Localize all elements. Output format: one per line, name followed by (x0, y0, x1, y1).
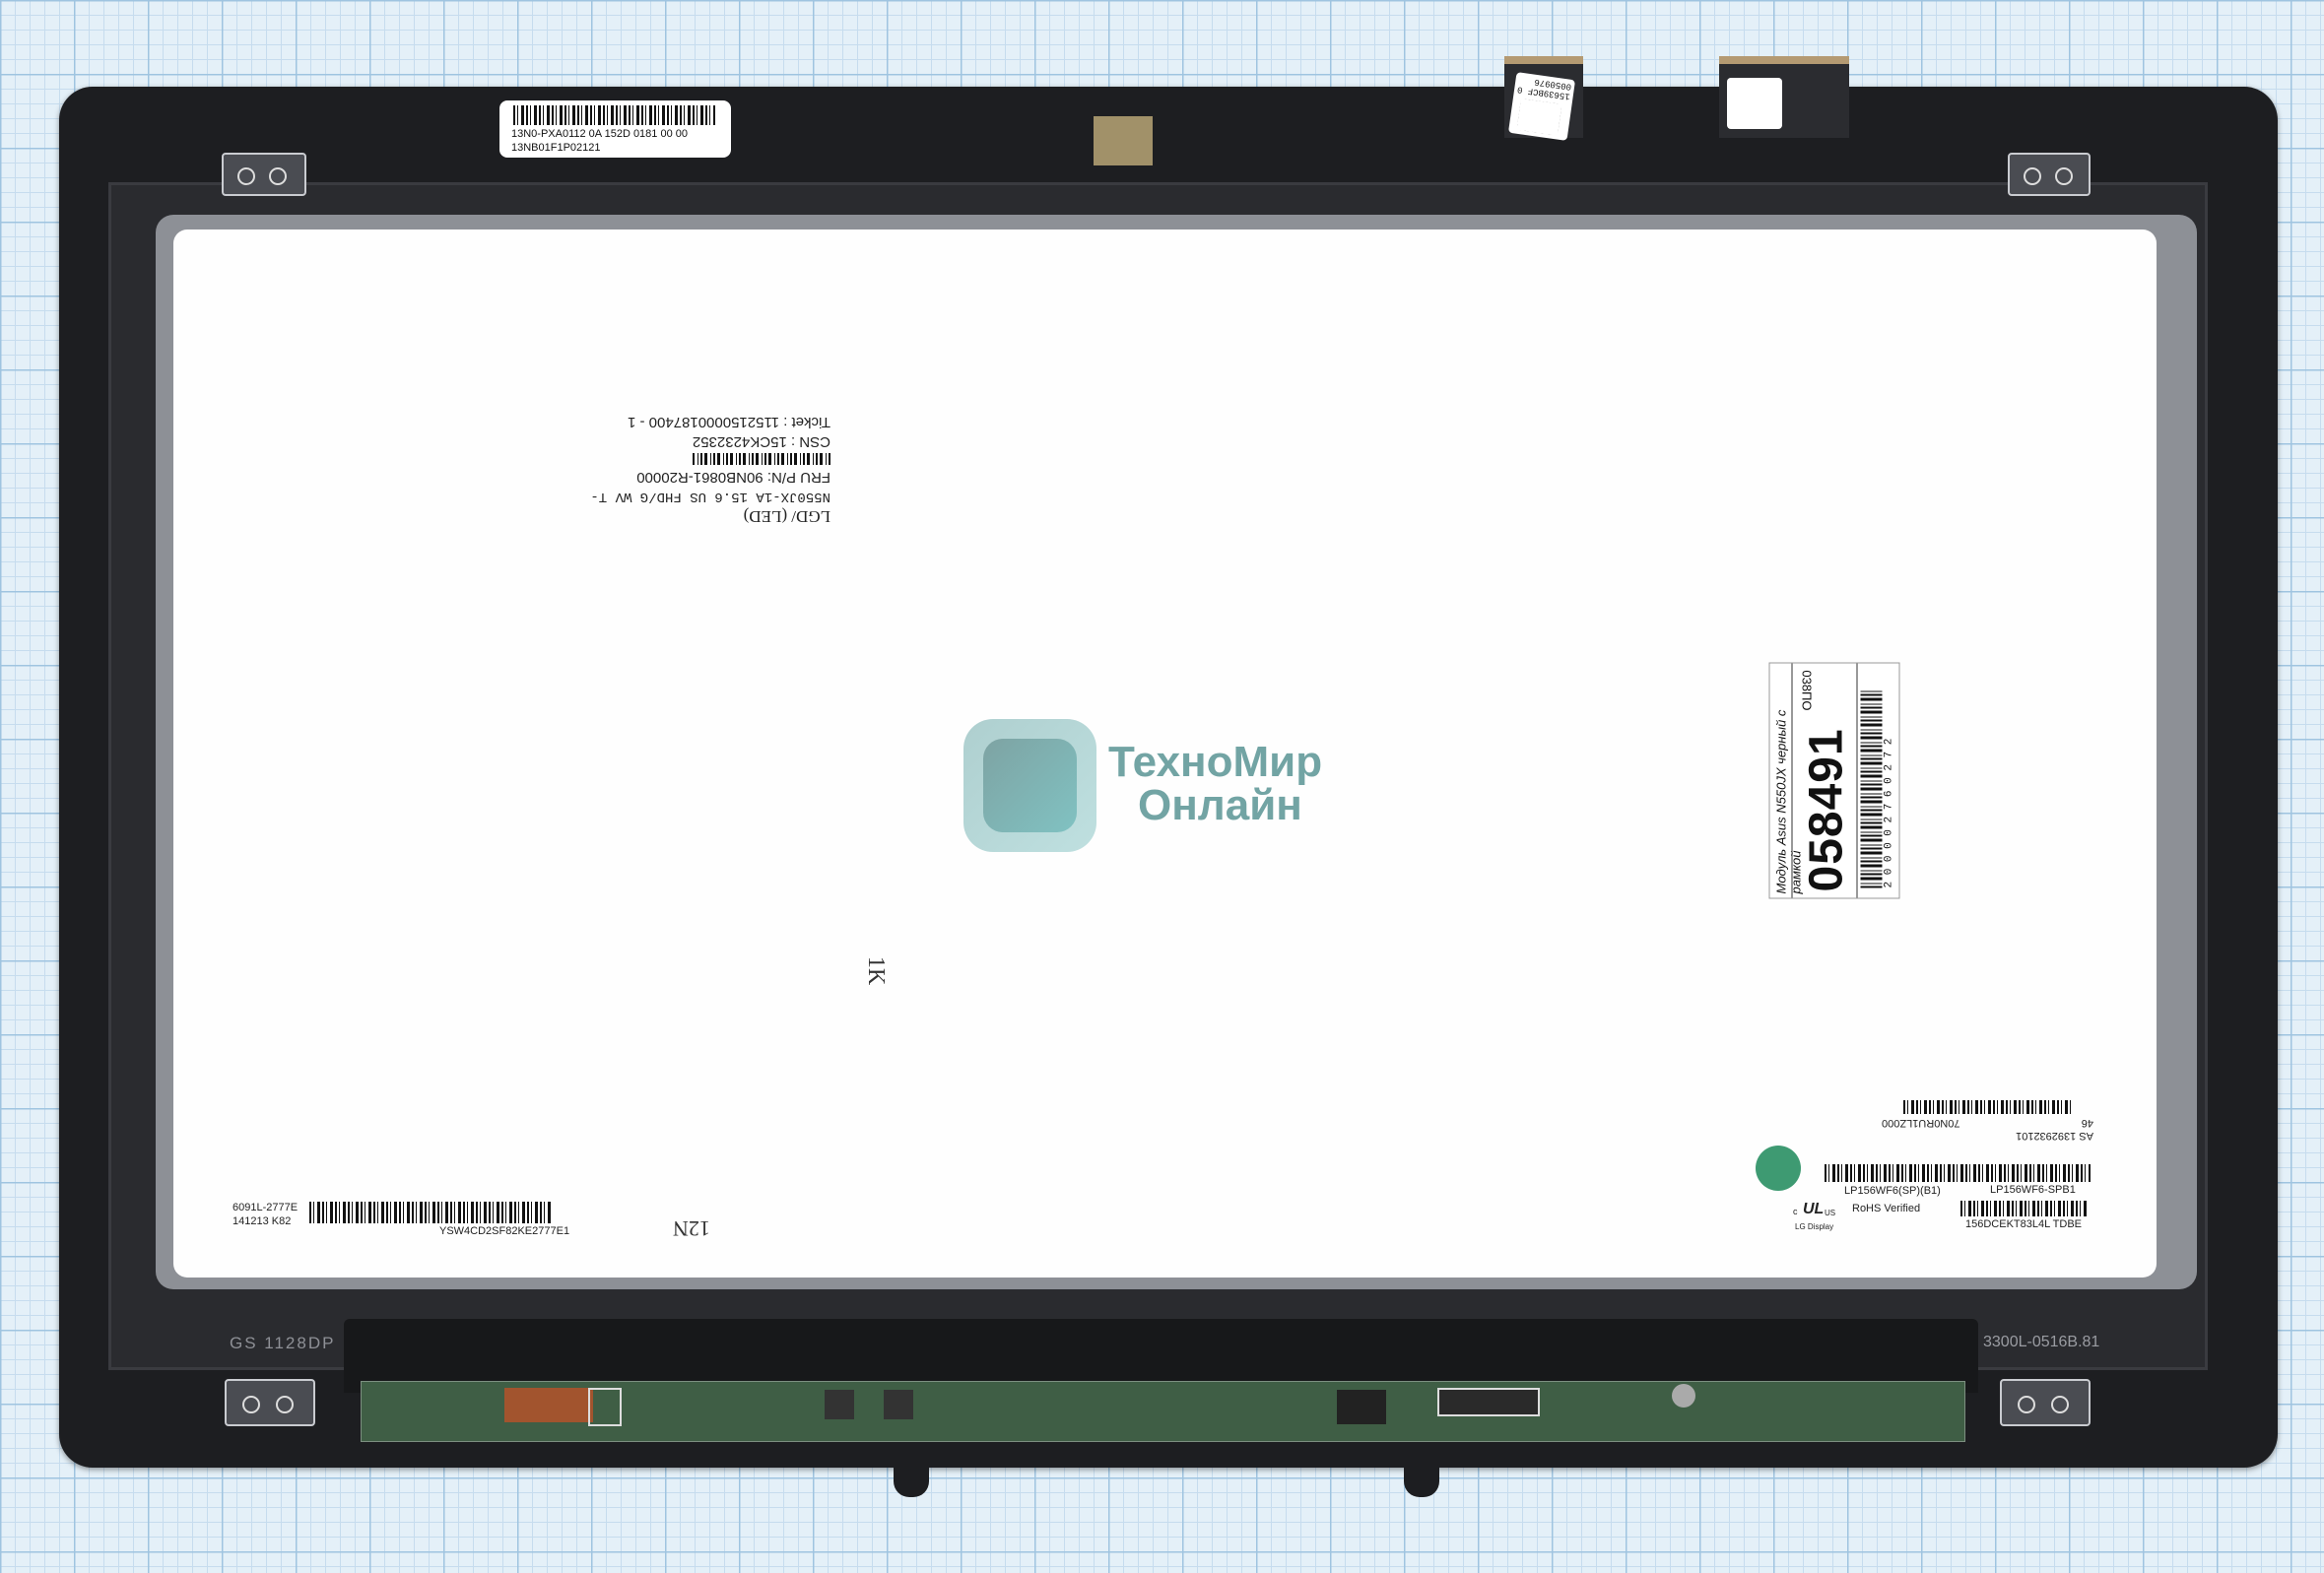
left-flex-connector: 15639BCF 00050976 (1504, 56, 1583, 141)
ul-us: US (1825, 1209, 1836, 1217)
model-left: LP156WF6(SP)(B1) (1844, 1185, 1941, 1197)
bottom-left-label: 6091L-2777E 141213 K82 YSW4CD2SF82KE2777… (232, 1198, 569, 1242)
mounting-tab (1404, 1460, 1439, 1497)
barcode (693, 453, 830, 465)
panel-model-labels: AS 1392932101 46 70N0RU1LZ000 LP156WF6(S… (1754, 1096, 2093, 1239)
mark-12n: 12N (673, 1216, 710, 1241)
mounting-tab (894, 1460, 929, 1497)
barcode (1825, 1164, 2091, 1182)
ticket-line: Ticket : 1152150000187400 - 1 (628, 414, 830, 430)
rohs-text: RoHS Verified (1852, 1203, 1921, 1214)
ticket-label: LGD/ (LED) N550JX-1A 15.6 US FHD/G WV T-… (570, 400, 830, 526)
lg-display-mark: LG Display (1795, 1222, 1834, 1231)
barcode-digits: 2 0 0 0 0 2 7 6 0 2 7 2 (1883, 738, 1895, 888)
bezel-mold-text: GS 1128DP (230, 1334, 336, 1352)
part-number-label: 13N0-PXA0112 0A 152D 0181 00 00 13NB01F1… (499, 100, 731, 158)
ul-mark-icon: UL (1803, 1201, 1825, 1217)
label-line: 13N0-PXA0112 0A 152D 0181 00 00 (511, 128, 688, 140)
serial-number: 156DCEKT83L4L TDBE (1965, 1218, 2083, 1230)
chip (884, 1390, 913, 1419)
label-line: 141213 K82 (232, 1215, 292, 1227)
hinge-bracket (225, 1379, 315, 1426)
barcode (513, 105, 715, 125)
label-line: 13NB01F1P02121 (511, 142, 601, 154)
flex-cable (504, 1388, 593, 1422)
panel-bottom-strip (344, 1319, 1978, 1393)
sticker-code: 058491 (1800, 728, 1853, 892)
barcode (1960, 1201, 2089, 1216)
barcode-text: YSW4CD2SF82KE2777E1 (439, 1225, 570, 1237)
edp-connector (1437, 1388, 1540, 1416)
pcb-board (361, 1381, 1965, 1442)
ticket-line: N550JX-1A 15.6 US FHD/G WV T- (590, 489, 830, 504)
logo-text-line1: ТехноМир (1108, 738, 1323, 786)
tape-piece (1094, 116, 1153, 165)
ticket-line: FRU P/N: 90NB0861-R20000 (636, 469, 830, 486)
hinge-bracket (222, 153, 306, 196)
connector-qr-label (1516, 98, 1562, 136)
as-number: AS 1392932101 46 (2016, 1117, 2093, 1142)
shop-sticker: Модуль Asus N550JX черный с рамкой 05849… (1768, 662, 1900, 899)
barcode (1903, 1100, 2071, 1114)
ticket-line: LGD/ (LED) (743, 507, 830, 526)
model-right: LP156WF6-SPB1 (1990, 1184, 2076, 1196)
ul-c: c (1793, 1207, 1798, 1216)
right-flex-connector: 15635 (1719, 56, 1849, 138)
label-code: 70N0RU1LZ000 (1882, 1117, 1960, 1129)
connector-sticker: 15639BCF 00050976 (1507, 72, 1576, 141)
hinge-bracket (2000, 1379, 2091, 1426)
logo-mark (963, 719, 1096, 852)
gear-circuit-icon (983, 739, 1077, 832)
sticker-suffix: 038ПО (1799, 670, 1815, 711)
screw-icon (1672, 1384, 1695, 1408)
chip (825, 1390, 854, 1419)
chip (1337, 1390, 1386, 1424)
connector-qr-label (1727, 78, 1782, 129)
mark-1k: 1K (863, 955, 890, 986)
barcode (1860, 690, 1883, 888)
fpc-connector (588, 1388, 622, 1426)
label-line: 6091L-2777E (232, 1202, 299, 1213)
barcode (309, 1202, 551, 1223)
logo-text-line2: Онлайн (1138, 781, 1302, 829)
ticket-line: CSN : 15CK4232352 (692, 433, 830, 450)
bezel-mold-text: 3300L-0516B.81 (1983, 1334, 2100, 1350)
hinge-bracket (2008, 153, 2091, 196)
connector-label-text: 15639BCF 00050976 (1516, 76, 1572, 101)
green-inspection-sticker (1756, 1146, 1801, 1191)
